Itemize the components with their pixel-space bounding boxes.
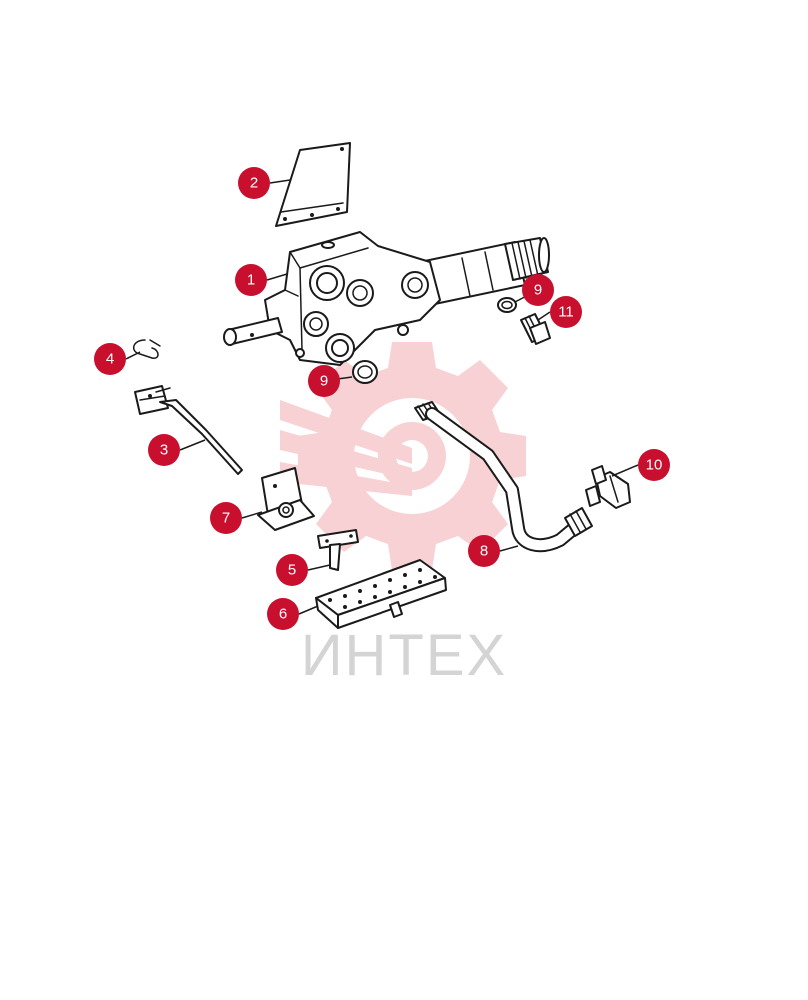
part-2-gasket — [275, 142, 351, 227]
part-7-bracket — [257, 467, 315, 531]
part-9-lower-ring — [352, 360, 378, 384]
callout-9-upper: 9 — [522, 274, 554, 306]
callout-label: 5 — [288, 562, 296, 579]
callout-label: 1 — [247, 272, 255, 289]
callout-label: 7 — [222, 510, 230, 527]
callout-label: 4 — [106, 351, 114, 368]
callout-2: 2 — [238, 167, 270, 199]
part-4-clip — [133, 339, 161, 359]
part-5-plate — [317, 529, 359, 571]
callout-6: 6 — [267, 598, 299, 630]
callout-4: 4 — [94, 343, 126, 375]
callout-8: 8 — [468, 535, 500, 567]
callout-label: 11 — [558, 304, 574, 321]
callout-badge — [638, 449, 670, 481]
callout-badge — [267, 598, 299, 630]
part-8-pipe — [414, 401, 593, 553]
callout-badge — [210, 502, 242, 534]
callout-3: 3 — [148, 434, 180, 466]
part-3-rod — [134, 385, 243, 475]
leader-lines — [125, 179, 639, 615]
callout-10: 10 — [638, 449, 670, 481]
part-1-valve-body — [223, 231, 550, 366]
callout-9-lower: 9 — [308, 365, 340, 397]
callout-badge — [522, 274, 554, 306]
callout-badge — [235, 264, 267, 296]
callout-badge — [468, 535, 500, 567]
callout-label: 9 — [320, 373, 328, 390]
callout-1: 1 — [235, 264, 267, 296]
part-10-tee — [585, 465, 631, 509]
callout-7: 7 — [210, 502, 242, 534]
callout-badge — [550, 296, 582, 328]
callout-badge — [94, 343, 126, 375]
part-11-fitting — [520, 313, 551, 345]
callout-badge — [148, 434, 180, 466]
part-9-upper-ring — [497, 297, 517, 313]
callout-label: 10 — [646, 457, 663, 474]
callout-label: 3 — [160, 442, 168, 459]
callout-label: 8 — [480, 543, 488, 560]
callout-label: 2 — [250, 175, 258, 192]
callout-5: 5 — [276, 554, 308, 586]
callout-badge — [308, 365, 340, 397]
callout-11: 11 — [550, 296, 582, 328]
callout-badge — [276, 554, 308, 586]
callout-label: 6 — [279, 606, 287, 623]
callout-label: 9 — [534, 282, 542, 299]
callout-badge — [238, 167, 270, 199]
watermark-text: ИНТЕХ — [301, 623, 507, 688]
